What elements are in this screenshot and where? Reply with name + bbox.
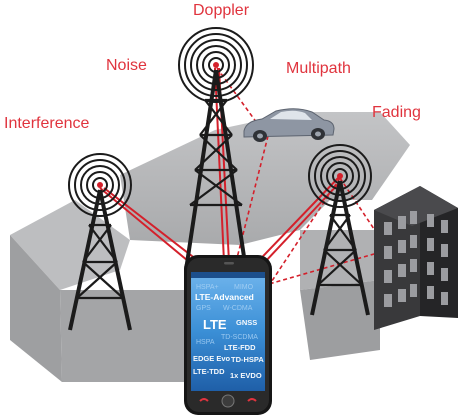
doppler-label: Doppler <box>193 2 250 19</box>
technology-label: EDGE Evo <box>193 354 231 363</box>
radio-tower-icon <box>68 153 132 331</box>
car-icon <box>243 108 335 142</box>
technology-label: LTE-FDD <box>224 343 256 352</box>
technology-label: MIMO <box>234 284 254 291</box>
phone-screen <box>191 272 265 391</box>
noise-label: Noise <box>106 57 147 74</box>
technology-label: LTE <box>203 317 227 332</box>
radio-tower-icon <box>308 144 372 316</box>
technology-label: LTE-Advanced <box>195 292 254 302</box>
technology-label: TD-HSPA <box>231 355 264 364</box>
interference-label: Interference <box>4 115 90 132</box>
technology-label: GNSS <box>236 318 257 327</box>
technology-label: 1x EVDO <box>230 371 262 380</box>
technology-label: GPS <box>196 305 211 312</box>
technology-label: TD-SCDMA <box>221 334 258 341</box>
fading-label: Fading <box>372 104 421 121</box>
technology-label: HSPA+ <box>196 284 219 291</box>
multipath-label: Multipath <box>286 60 351 77</box>
building-icon <box>374 186 458 330</box>
radio-tower-icon <box>178 27 254 271</box>
technology-label: LTE-TDD <box>193 367 225 376</box>
technology-label: W-CDMA <box>223 305 253 312</box>
technology-label: HSPA <box>196 339 215 346</box>
